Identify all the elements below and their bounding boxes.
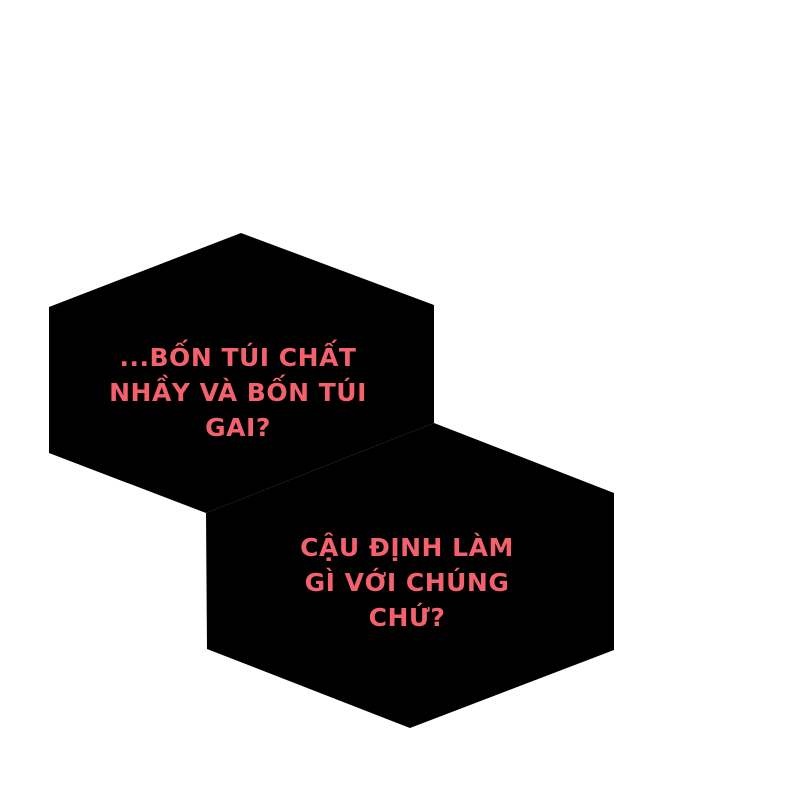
speech-bubble-1-text: ...BỐN TÚI CHẤT NHẦY VÀ BỐN TÚI GAI? xyxy=(98,340,378,445)
bubble-1-line-3: GAI? xyxy=(205,413,271,442)
bubble-1-line-2: NHẦY VÀ BỐN TÚI xyxy=(109,378,367,407)
bubble-2-line-3: CHỨ? xyxy=(368,603,446,632)
bubble-2-line-1: CẬU ĐỊNH LÀM xyxy=(300,533,514,562)
speech-bubble-1-shape xyxy=(49,233,434,513)
bubble-2-line-2: GÌ VỚI CHÚNG xyxy=(304,568,510,597)
speech-bubble-2-shape xyxy=(206,423,614,728)
bubble-1-line-1: ...BỐN TÚI CHẤT xyxy=(119,343,357,372)
speech-bubble-2-text: CẬU ĐỊNH LÀM GÌ VỚI CHÚNG CHỨ? xyxy=(262,530,552,635)
